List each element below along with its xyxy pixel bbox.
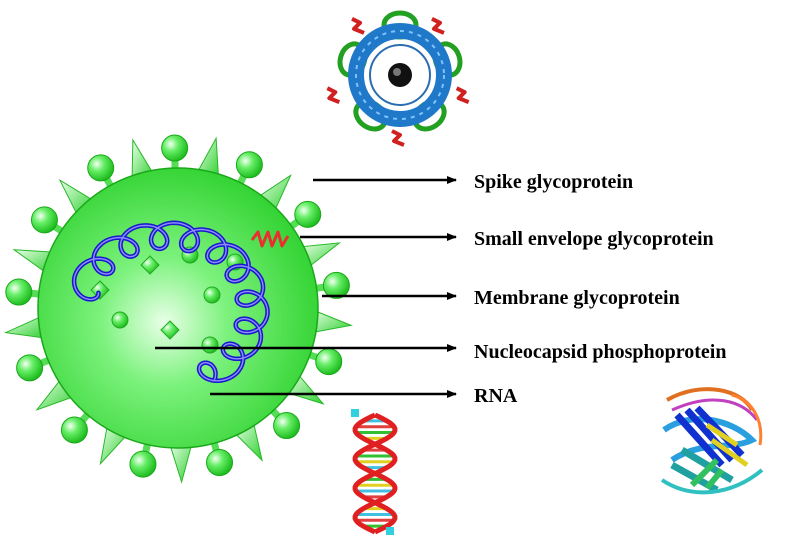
spike-knob [235, 151, 263, 179]
label-nucleocapsid-phosphoprotein: Nucleocapsid phosphoprotein [474, 341, 727, 363]
spike-knob [161, 134, 189, 162]
spike-knob [60, 416, 88, 444]
spike-knob [322, 271, 350, 299]
spike-knob [206, 449, 234, 477]
label-membrane-glycoprotein: Membrane glycoprotein [474, 287, 680, 309]
spike-knob [315, 348, 343, 376]
rna-duplex-structure [351, 409, 398, 535]
spike-knob [294, 200, 322, 228]
label-arrows [155, 176, 457, 398]
spike-knob [87, 154, 115, 182]
spike-knob [129, 450, 157, 478]
envelope-protein-pentamer-structure [326, 10, 470, 147]
nucleocapsid-protein-structure [660, 387, 764, 495]
coronavirus-virion [3, 134, 353, 484]
spike-knob [273, 412, 301, 440]
rna-helix-highlight [73, 222, 269, 382]
spike-knob [5, 278, 33, 306]
spike-knob [16, 354, 44, 382]
spike-cone [169, 443, 193, 484]
label-spike-glycoprotein: Spike glycoprotein [474, 171, 634, 193]
label-small-envelope-glycoprotein: Small envelope glycoprotein [474, 228, 714, 250]
spike-knob [30, 206, 58, 234]
virion-envelope [37, 167, 319, 449]
label-rna: RNA [474, 385, 518, 407]
small-envelope-protein-icon [250, 230, 290, 248]
